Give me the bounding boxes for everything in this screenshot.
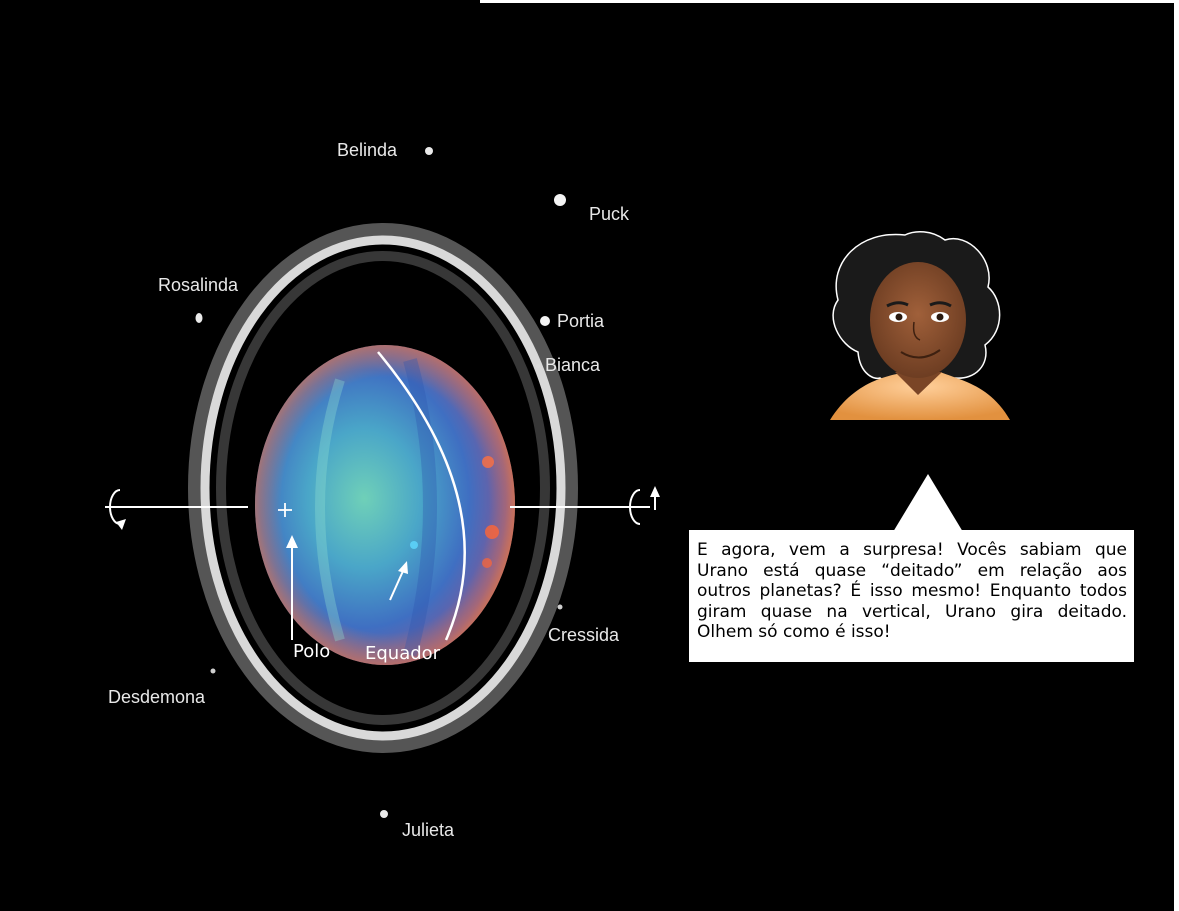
moon-label-desdemona: Desdemona (108, 687, 205, 708)
moon-dot (211, 669, 216, 674)
moon-dot (554, 194, 566, 206)
moon-dot (536, 364, 540, 368)
moon-dot (540, 316, 550, 326)
rotation-axis-right (510, 490, 655, 524)
moon-label-puck: Puck (589, 204, 629, 225)
moon-label-rosalinda: Rosalinda (158, 275, 238, 296)
moon-dot (196, 313, 203, 323)
moon-label-cressida: Cressida (548, 625, 619, 646)
speech-bubble-text: E agora, vem a surpresa! Vocês sabiam qu… (697, 540, 1127, 643)
moon-label-julieta: Julieta (402, 820, 454, 841)
moon-label-belinda: Belinda (337, 140, 397, 161)
moon-dot (558, 605, 563, 610)
character-illustration (830, 232, 1010, 420)
moon-dot (425, 147, 433, 155)
equator-label: Equador (365, 643, 440, 664)
pole-label: Polo (293, 641, 330, 662)
moon-label-portia: Portia (557, 311, 604, 332)
moon-dot (380, 810, 388, 818)
rotation-arrow-right-head (650, 486, 660, 497)
moon-label-bianca: Bianca (545, 355, 600, 376)
